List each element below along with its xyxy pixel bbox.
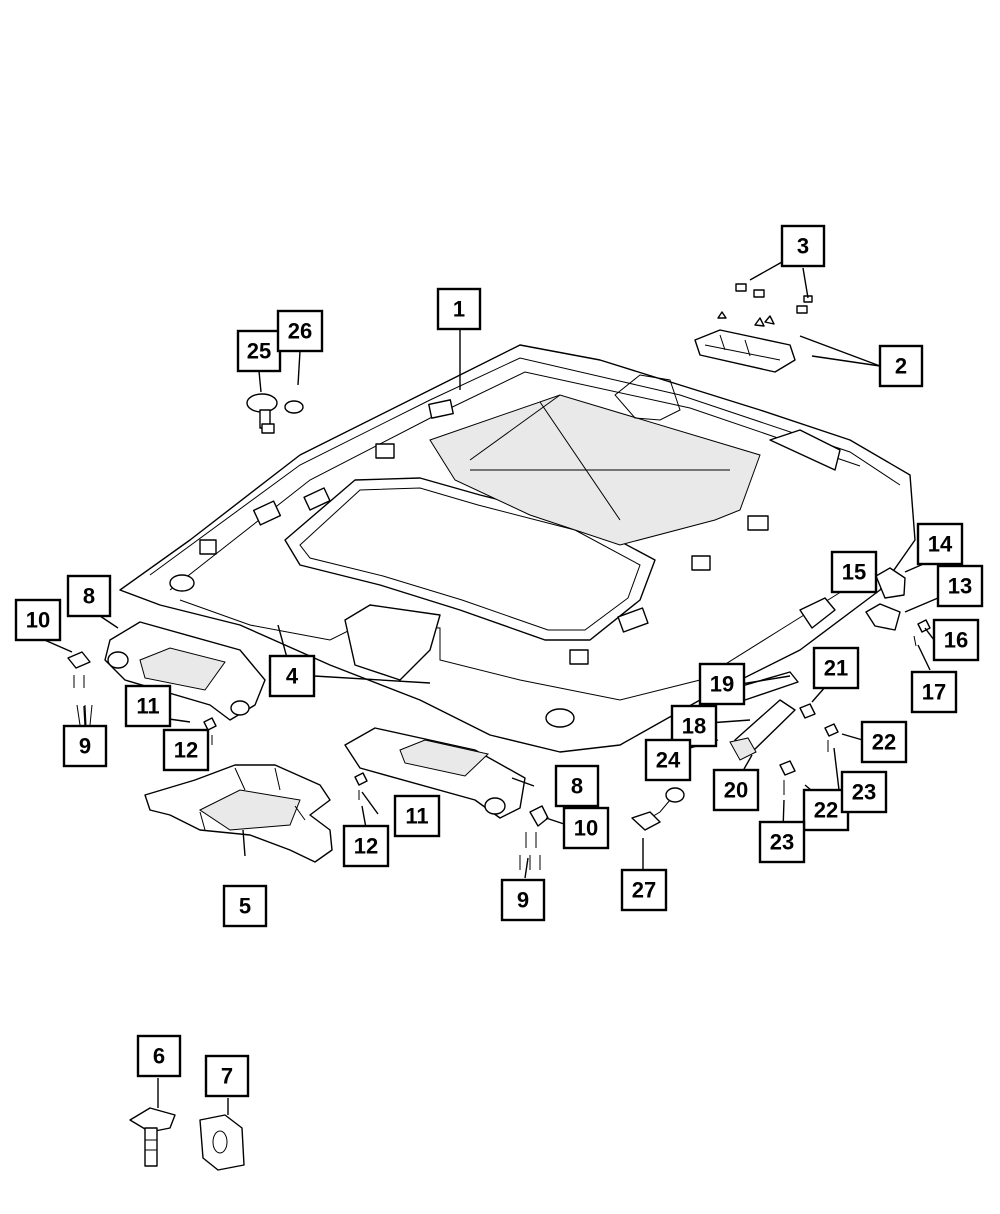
- callout-5-label: 5: [239, 894, 251, 919]
- callout-4-label: 4: [286, 664, 299, 689]
- grab-handle-assembly: [729, 597, 839, 795]
- callout-6: 6: [136, 1034, 182, 1078]
- overhead-console: [144, 764, 333, 863]
- callout-1: 1: [436, 287, 482, 331]
- rear-trim-bracket: [694, 311, 796, 373]
- callout-6-label: 6: [153, 1044, 165, 1069]
- callout-21: 21: [812, 646, 860, 690]
- callout-10-right-label: 10: [574, 816, 598, 841]
- retainer-clips: [735, 283, 813, 314]
- callout-22-upper: 22: [860, 720, 908, 764]
- callout-17: 17: [910, 670, 958, 714]
- callout-12-left-label: 12: [174, 738, 198, 763]
- callout-10-left-label: 10: [26, 608, 50, 633]
- headliner-panel: [119, 344, 916, 753]
- callout-26: 26: [276, 309, 324, 353]
- map-lamp-connector: [631, 787, 685, 831]
- callout-2-label: 2: [895, 354, 907, 379]
- callout-8-left: 8: [66, 574, 112, 618]
- callout-12-right-label: 12: [354, 834, 378, 859]
- callout-1-label: 1: [453, 297, 465, 322]
- callout-23-right-label: 23: [852, 780, 876, 805]
- callout-27-label: 27: [632, 878, 656, 903]
- callout-17-label: 17: [922, 680, 946, 705]
- callout-20: 20: [712, 768, 760, 812]
- callout-9-right: 9: [500, 878, 546, 922]
- callout-2: 2: [878, 344, 924, 388]
- sun-visor-right: [344, 727, 526, 819]
- callout-10-right: 10: [562, 806, 610, 850]
- callout-25-label: 25: [247, 339, 271, 364]
- callout-9-left: 9: [62, 724, 108, 768]
- callout-24-label: 24: [656, 748, 681, 773]
- callout-7: 7: [204, 1054, 250, 1098]
- callout-11-left-label: 11: [136, 694, 159, 719]
- callout-12-left: 12: [162, 728, 210, 772]
- callout-23-lower-label: 23: [770, 830, 794, 855]
- callout-26-label: 26: [288, 319, 312, 344]
- callout-9-right-label: 9: [517, 888, 529, 913]
- callout-14-label: 14: [928, 532, 953, 557]
- callout-15-label: 15: [842, 560, 866, 585]
- callout-9-left-label: 9: [79, 734, 91, 759]
- callout-22-upper-label: 22: [872, 730, 896, 755]
- callout-8-left-label: 8: [83, 584, 95, 609]
- callout-12-right: 12: [342, 824, 390, 868]
- callout-14: 14: [916, 522, 964, 566]
- lamp-assembly: [246, 393, 304, 434]
- callout-3: 3: [780, 224, 826, 268]
- callout-8-right-label: 8: [571, 774, 583, 799]
- visor-hardware-left: [67, 651, 217, 745]
- callout-11-right: 11: [393, 794, 441, 838]
- callout-11-left: 11: [124, 684, 172, 728]
- callout-23-right: 23: [840, 770, 888, 814]
- callout-16: 16: [932, 618, 980, 662]
- callout-13-label: 13: [948, 574, 972, 599]
- coat-hook-assembly: [865, 567, 931, 647]
- callout-3-label: 3: [797, 234, 809, 259]
- callout-21-label: 21: [824, 656, 848, 681]
- callout-22-lower-label: 22: [814, 798, 838, 823]
- callout-27: 27: [620, 868, 668, 912]
- callout-19-label: 19: [710, 672, 734, 697]
- callout-8-right: 8: [554, 764, 600, 808]
- callout-25: 25: [236, 329, 282, 373]
- callout-10-left: 10: [14, 598, 62, 642]
- callout-4: 4: [268, 654, 316, 698]
- visor-hardware-right: [354, 772, 549, 870]
- sun-visor-left: [104, 621, 266, 721]
- nut-clip: [199, 1114, 245, 1171]
- callout-13: 13: [936, 564, 984, 608]
- callout-5: 5: [222, 884, 268, 928]
- callout-15: 15: [830, 550, 878, 594]
- callout-16-label: 16: [944, 628, 968, 653]
- callout-18-label: 18: [682, 714, 706, 739]
- callout-19: 19: [698, 662, 746, 706]
- callout-7-label: 7: [221, 1064, 233, 1089]
- callout-23-lower: 23: [758, 820, 806, 864]
- bolt: [129, 1107, 176, 1167]
- callout-24: 24: [644, 738, 692, 782]
- callout-20-label: 20: [724, 778, 748, 803]
- callout-11-right-label: 11: [405, 804, 428, 829]
- callout-22-lower: 22: [802, 788, 850, 832]
